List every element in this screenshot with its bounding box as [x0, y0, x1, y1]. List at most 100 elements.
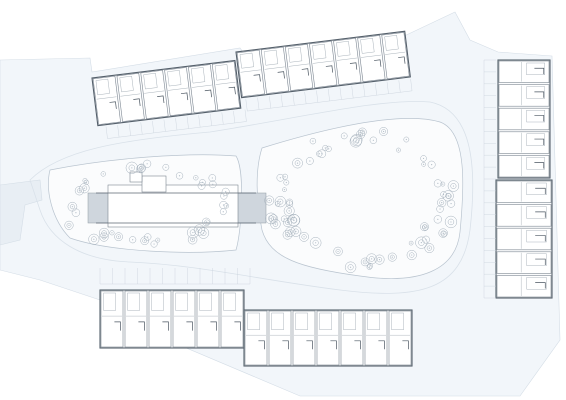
housing-unit	[498, 155, 550, 178]
tree	[367, 262, 374, 269]
tree	[447, 180, 460, 192]
tree	[366, 264, 373, 270]
tree	[193, 175, 199, 181]
tree	[264, 195, 275, 206]
tree	[396, 147, 401, 153]
tree	[350, 134, 363, 147]
housing-unit	[220, 290, 244, 348]
tree	[274, 196, 286, 208]
paving-strip	[99, 268, 251, 285]
tree	[333, 246, 343, 257]
tree	[71, 208, 81, 217]
tree	[349, 135, 362, 148]
tree	[265, 212, 277, 225]
tree	[282, 173, 289, 180]
tree	[208, 174, 217, 182]
tree	[440, 181, 446, 187]
paving-strip	[483, 59, 496, 299]
central-green	[256, 118, 464, 279]
tree	[98, 227, 110, 239]
tree	[280, 215, 288, 223]
tree	[199, 179, 206, 186]
tree	[421, 162, 426, 167]
tree	[282, 229, 293, 240]
tree	[175, 172, 184, 180]
housing-unit	[357, 35, 386, 83]
tree	[316, 150, 323, 157]
tree	[270, 218, 281, 230]
tree	[208, 180, 217, 189]
tree	[204, 219, 210, 226]
tree	[322, 144, 329, 151]
tree	[422, 235, 430, 244]
tree	[285, 200, 294, 208]
tree	[100, 171, 106, 177]
housing-unit	[381, 32, 410, 80]
housing-unit	[100, 290, 124, 348]
tree	[287, 214, 301, 227]
housing-unit	[164, 67, 193, 117]
housing-unit	[340, 310, 364, 366]
tree	[358, 127, 367, 137]
paving-strip	[105, 109, 247, 139]
tree	[445, 193, 452, 199]
tree	[283, 218, 292, 227]
tree	[150, 240, 158, 248]
tree	[406, 250, 417, 261]
tree	[433, 179, 442, 188]
tree	[64, 220, 74, 230]
paving-strip	[245, 78, 413, 112]
tree	[309, 237, 322, 249]
tree	[282, 187, 287, 193]
tree	[440, 230, 448, 238]
housing-unit	[116, 72, 145, 122]
tree	[299, 231, 309, 242]
north-row-east	[235, 30, 411, 99]
housing-unit	[236, 49, 265, 97]
tree	[369, 136, 378, 144]
housing-unit	[140, 70, 169, 120]
tree	[88, 233, 100, 245]
tree	[424, 243, 435, 254]
tree	[436, 205, 444, 213]
tree	[360, 257, 370, 267]
housing-unit	[244, 310, 268, 366]
tree	[129, 236, 137, 244]
housing-unit	[292, 310, 316, 366]
south-row-east	[243, 309, 413, 367]
housing-unit	[196, 290, 220, 348]
housing-unit	[316, 310, 340, 366]
tree	[223, 203, 230, 209]
housing-unit	[364, 310, 388, 366]
tree	[74, 186, 85, 196]
tree	[219, 208, 227, 216]
tree	[340, 132, 348, 140]
housing-unit	[260, 46, 290, 94]
tree	[220, 192, 228, 200]
tree	[374, 254, 385, 265]
tree	[387, 252, 397, 262]
south-row-west	[99, 289, 245, 349]
tree	[447, 199, 456, 208]
tree	[408, 240, 414, 246]
housing-unit	[148, 290, 172, 348]
tree	[283, 205, 295, 217]
tree	[82, 178, 88, 184]
housing-unit	[211, 61, 240, 111]
housing-unit	[496, 275, 552, 298]
housing-unit	[496, 180, 552, 203]
tree	[422, 224, 429, 231]
tree	[276, 173, 285, 182]
housing-unit	[496, 227, 552, 251]
tree	[144, 233, 152, 241]
housing-rows	[91, 30, 553, 367]
access-road	[29, 101, 474, 294]
housing-unit	[498, 60, 550, 83]
tree	[221, 187, 230, 196]
tree	[186, 226, 199, 239]
housing-unit	[498, 107, 550, 131]
tree	[219, 200, 228, 210]
tree	[114, 232, 123, 242]
housing-unit	[268, 310, 292, 366]
trees	[64, 127, 460, 273]
